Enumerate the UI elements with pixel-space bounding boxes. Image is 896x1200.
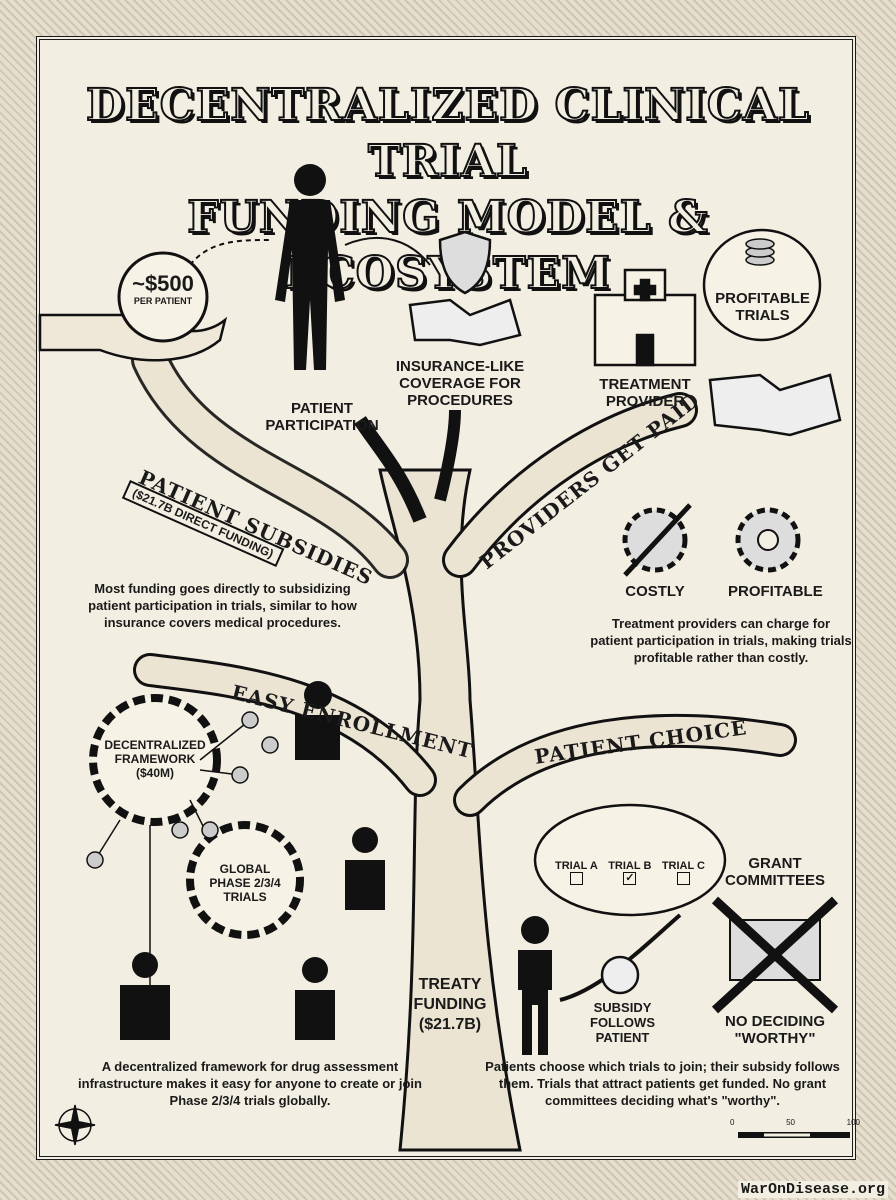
- choice-description: Patients choose which trials to join; th…: [485, 1059, 840, 1108]
- grant-committee-icon: [711, 896, 839, 1014]
- framework-gear-icon: [89, 694, 221, 826]
- hospital-icon: [593, 268, 697, 367]
- framework-label: DECENTRALIZED FRAMEWORK ($40M): [104, 738, 206, 780]
- title-line-1: DECENTRALIZED CLINICAL TRIAL: [85, 79, 810, 188]
- trial-b-label: TRIAL B: [608, 860, 652, 872]
- scale-ticks: 0 50 100: [730, 1118, 860, 1127]
- arrow: [344, 237, 431, 266]
- trial-option-a: TRIAL A: [555, 860, 598, 888]
- trial-option-c: TRIAL C: [662, 860, 705, 888]
- scale-tick-100: 100: [846, 1118, 860, 1127]
- trial-option-b: TRIAL B✓: [608, 860, 651, 888]
- coin-icon: [117, 251, 209, 343]
- grant-committees-label: GRANT COMMITTEES: [725, 855, 825, 889]
- thought-cloud: [702, 228, 822, 342]
- coin-amount: ~$500: [132, 271, 194, 296]
- providers-description: Treatment providers can charge for patie…: [590, 616, 852, 665]
- profitable-label: PROFITABLE: [728, 583, 823, 600]
- no-deciding-worthy-label: NO DECIDING "WORTHY": [724, 1013, 825, 1047]
- people-icons: [120, 681, 385, 1040]
- choosing-person-icon: [518, 916, 552, 1055]
- costly-label: COSTLY: [625, 583, 685, 600]
- treatment-provider-label: TREATMENT PROVIDER: [599, 376, 691, 410]
- watermark: WarOnDisease.org: [737, 1181, 888, 1198]
- gear-profitable-icon: [735, 507, 801, 573]
- scale-bar: [738, 1132, 850, 1138]
- branch-insurance: [434, 409, 461, 502]
- shield-icon: [438, 230, 492, 295]
- trial-a-checkbox: [569, 872, 583, 885]
- coin-label: ~$500 PER PATIENT: [120, 271, 206, 307]
- trials-gear-icon: [186, 821, 304, 939]
- coin-stack-icon: [745, 238, 775, 266]
- dollar-coin-icon: [600, 955, 640, 995]
- subsidies-description: Most funding goes directly to subsidizin…: [88, 581, 357, 630]
- global-trials-label: GLOBAL PHASE 2/3/4 TRIALS: [209, 862, 281, 904]
- patient-figure-icon: [275, 164, 345, 370]
- profitable-trials-label: PROFITABLE TRIALS: [715, 290, 810, 324]
- coin-subtitle: PER PATIENT: [133, 296, 193, 306]
- treaty-funding-label: TREATY FUNDING ($21.7B): [413, 976, 487, 1033]
- trial-thought-cloud: [533, 803, 727, 917]
- network-nodes: [86, 711, 279, 985]
- scale-tick-0: 0: [730, 1118, 735, 1127]
- handshake-icon: [408, 298, 522, 347]
- scale-tick-50: 50: [786, 1118, 795, 1127]
- tree-trunk: [378, 468, 522, 1152]
- handshake-icon-2: [708, 373, 842, 437]
- dashed-arrow: [189, 239, 271, 266]
- branch-participation: [354, 416, 427, 523]
- trial-options: TRIAL A TRIAL B✓ TRIAL C: [555, 860, 705, 888]
- gear-costly-icon: [622, 503, 692, 577]
- insurance-coverage-label: INSURANCE-LIKE COVERAGE FOR PROCEDURES: [395, 358, 525, 409]
- subsidy-follows-label: SUBSIDY FOLLOWS PATIENT: [590, 1000, 655, 1045]
- trial-c-label: TRIAL C: [661, 860, 705, 872]
- trial-a-label: TRIAL A: [555, 860, 598, 872]
- trial-b-checkbox: ✓: [623, 872, 637, 885]
- trial-c-checkbox: [676, 872, 690, 885]
- compass-icon: [54, 1104, 96, 1146]
- patient-participation-label: PATIENT PARTICIPATION: [265, 400, 379, 434]
- enrollment-description: A decentralized framework for drug asses…: [78, 1059, 422, 1108]
